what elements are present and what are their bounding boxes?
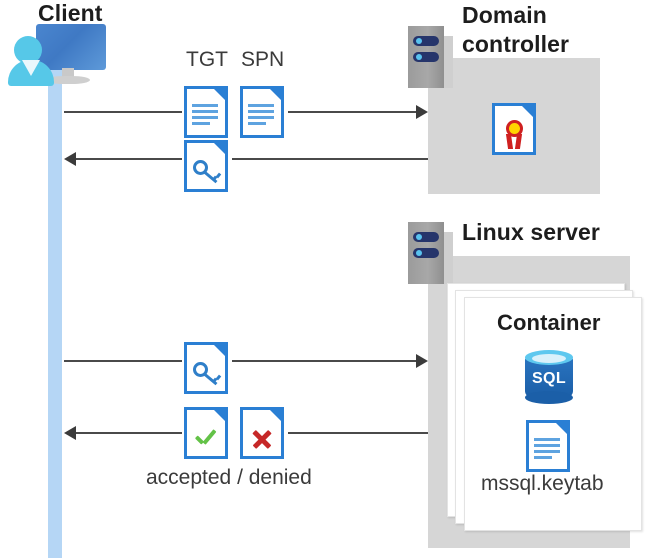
doc-line-0 [192, 104, 218, 107]
doc-line-3 [192, 122, 210, 125]
rack-led-2 [413, 52, 439, 62]
doc-fold [519, 103, 536, 120]
msg3-line-left [64, 360, 182, 362]
key-document-icon-linux [184, 342, 228, 394]
key-ring [193, 160, 208, 175]
keytab-document-icon [526, 420, 570, 472]
spn-label: SPN [241, 48, 285, 71]
seal-circle [506, 120, 523, 137]
doc-fold [267, 407, 284, 424]
tgt-label: TGT [186, 48, 228, 71]
key-ring [193, 362, 208, 377]
doc-line-3 [534, 456, 552, 459]
doc-fold [267, 86, 284, 103]
doc-line-2 [248, 116, 274, 119]
rack-side-shadow [444, 36, 453, 88]
doc-line-0 [248, 104, 274, 107]
key-glyph [193, 160, 222, 184]
client-title-text: Client [38, 0, 103, 26]
certificate-document-icon [492, 103, 536, 155]
msg1-arrowhead [416, 105, 428, 119]
keytab-label: mssql.keytab [481, 472, 604, 495]
rack-side-shadow [444, 232, 453, 284]
msg2-line-right [232, 158, 428, 160]
accepted-denied-label: accepted / denied [146, 466, 312, 489]
sql-database-icon: SQL [525, 350, 573, 404]
doc-fold [211, 407, 228, 424]
cross-document-icon [240, 407, 284, 459]
container-card-front [464, 297, 642, 531]
doc-line-1 [192, 110, 218, 113]
msg3-line-right [232, 360, 418, 362]
key-document-icon-dc [184, 140, 228, 192]
doc-fold [211, 140, 228, 157]
monitor-neck [62, 68, 74, 78]
cylinder-top-inner [532, 354, 566, 363]
msg2-arrowhead [64, 152, 76, 166]
rack-led-1 [413, 232, 439, 242]
linux-server-rack-icon [408, 222, 453, 284]
check-document-icon [184, 407, 228, 459]
doc-fold [211, 86, 228, 103]
msg4-line-left [76, 432, 182, 434]
client-lifeline [48, 58, 62, 558]
msg2-line-left [76, 158, 182, 160]
dc-title-line1: Domain [462, 2, 547, 28]
container-title: Container [497, 310, 601, 335]
doc-line-2 [192, 116, 218, 119]
key-glyph [193, 362, 222, 386]
doc-fold [211, 342, 228, 359]
doc-line-1 [248, 110, 274, 113]
msg1-line-right [288, 111, 418, 113]
certificate-seal-glyph [503, 120, 525, 150]
doc-line-0 [534, 438, 560, 441]
doc-line-2 [534, 450, 560, 453]
doc-line-1 [534, 444, 560, 447]
msg1-line-left [64, 111, 182, 113]
doc-line-3 [248, 122, 266, 125]
domain-controller-rack-icon [408, 26, 453, 88]
sql-label: SQL [531, 370, 567, 387]
cross-glyph [251, 429, 273, 449]
monitor-screen [36, 24, 106, 70]
msg3-arrowhead [416, 354, 428, 368]
user-collar [22, 60, 40, 76]
user-head [14, 36, 42, 64]
linux-server-title: Linux server [462, 219, 600, 245]
domain-controller-title: Domain controller [462, 1, 569, 59]
msg4-line-right [288, 432, 428, 434]
dc-title-line2: controller [462, 31, 570, 57]
msg4-arrowhead [64, 426, 76, 440]
rack-led-2 [413, 248, 439, 258]
tgt-document-icon [184, 86, 228, 138]
user-computer-icon [8, 24, 108, 86]
rack-led-1 [413, 36, 439, 46]
doc-fold [553, 420, 570, 437]
cylinder-bottom [525, 391, 573, 404]
spn-document-icon [240, 86, 284, 138]
monitor-base [46, 76, 90, 84]
client-title: Client [38, 0, 103, 27]
check-glyph [194, 429, 218, 449]
